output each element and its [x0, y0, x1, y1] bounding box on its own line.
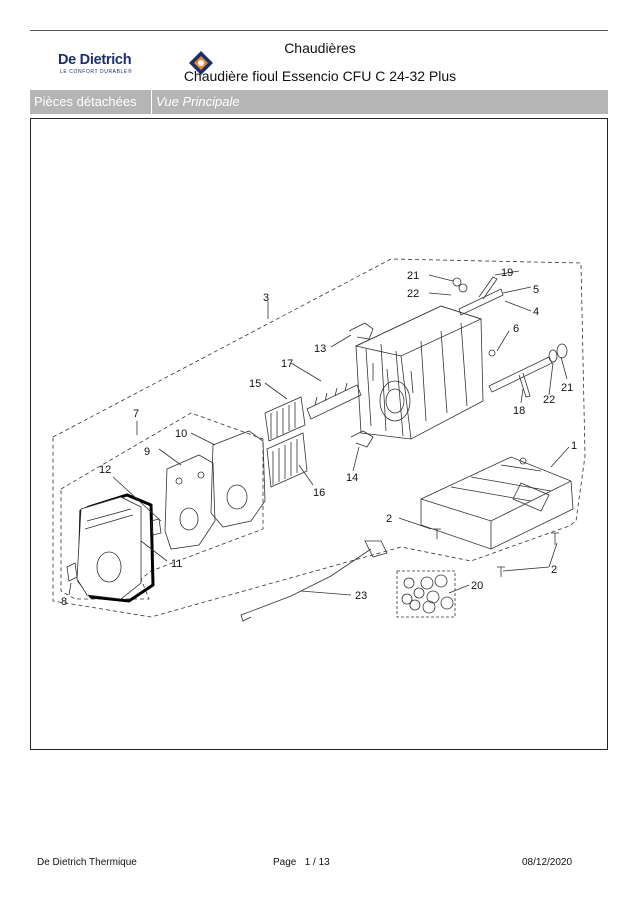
comb-15	[264, 396, 306, 442]
callout-4: 4	[533, 306, 539, 318]
callout-22-right: 22	[543, 394, 555, 406]
clip-12	[150, 518, 162, 536]
callout-17: 17	[281, 358, 293, 370]
footer-pagination: Page 1 / 13	[273, 857, 330, 868]
brand-diamond-icon	[189, 51, 213, 75]
nozzle-set-20	[401, 574, 454, 614]
section-view-label: Vue Principale	[156, 94, 240, 109]
section-bar: Pièces détachées Vue Principale	[30, 90, 608, 114]
exploded-view-diagram: 21 19 22 5 4 3 13 6 17 15 21 22 18 7 10 …	[52, 258, 586, 622]
page-separator: /	[313, 857, 316, 868]
callout-7: 7	[133, 408, 139, 420]
base-frame-1	[420, 456, 574, 550]
brand-tagline: LE CONFORT DURABLE®	[60, 69, 133, 75]
callout-10: 10	[175, 428, 187, 440]
page-subtitle: Chaudière fioul Essencio CFU C 24-32 Plu…	[183, 68, 457, 84]
tube-assembly-18	[488, 343, 568, 398]
callout-2-left: 2	[386, 513, 392, 525]
panel-9	[164, 454, 216, 550]
sensor-14	[350, 430, 374, 448]
callout-19: 19	[501, 267, 513, 279]
brand-name: De Dietrich	[58, 52, 132, 68]
comb-16	[266, 432, 308, 488]
callout-3: 3	[263, 292, 269, 304]
front-plate-8	[66, 496, 142, 600]
callout-6: 6	[513, 323, 519, 335]
cable-23	[240, 540, 388, 622]
callout-12: 12	[99, 464, 111, 476]
heat-exchanger-body	[354, 305, 484, 440]
sensor-13	[348, 322, 374, 340]
callout-20: 20	[471, 580, 483, 592]
callout-5: 5	[533, 284, 539, 296]
page-total: 13	[318, 857, 330, 868]
callout-1: 1	[571, 440, 577, 452]
callout-16: 16	[313, 487, 325, 499]
brand-logo: De Dietrich LE CONFORT DURABLE®	[58, 50, 213, 80]
callout-labels: 21 19 22 5 4 3 13 6 17 15 21 22 18 7 10 …	[61, 267, 577, 608]
comb-17	[306, 382, 362, 420]
callout-11: 11	[171, 558, 182, 570]
callout-23: 23	[355, 590, 367, 602]
page-title: Chaudières	[284, 40, 356, 56]
callout-14: 14	[346, 472, 358, 484]
footer-date: 08/12/2020	[522, 857, 573, 868]
section-divider	[151, 90, 152, 114]
insulation-panel-10	[210, 430, 266, 528]
screw-2b	[551, 532, 559, 545]
page-label: Page	[273, 857, 297, 868]
group-outline-7	[60, 412, 264, 600]
callout-21-top: 21	[407, 270, 419, 282]
screw-2c	[497, 566, 505, 577]
callout-2-right: 2	[551, 564, 557, 576]
page-number: 1	[304, 857, 311, 868]
screw-2a	[433, 528, 441, 539]
section-label: Pièces détachées	[34, 94, 137, 109]
callout-13: 13	[314, 343, 326, 355]
footer-company: De Dietrich Thermique	[37, 857, 137, 868]
callout-8: 8	[61, 596, 67, 608]
plug-6	[488, 349, 496, 357]
callout-22-top: 22	[407, 288, 419, 300]
callout-18: 18	[513, 405, 525, 417]
diagram-frame: 21 19 22 5 4 3 13 6 17 15 21 22 18 7 10 …	[30, 118, 608, 750]
callout-9: 9	[144, 446, 150, 458]
tube-assembly-19	[452, 276, 504, 316]
group-outline-20	[396, 570, 456, 618]
header-rule	[30, 30, 608, 31]
callout-15: 15	[249, 378, 261, 390]
callout-21-right: 21	[561, 382, 573, 394]
